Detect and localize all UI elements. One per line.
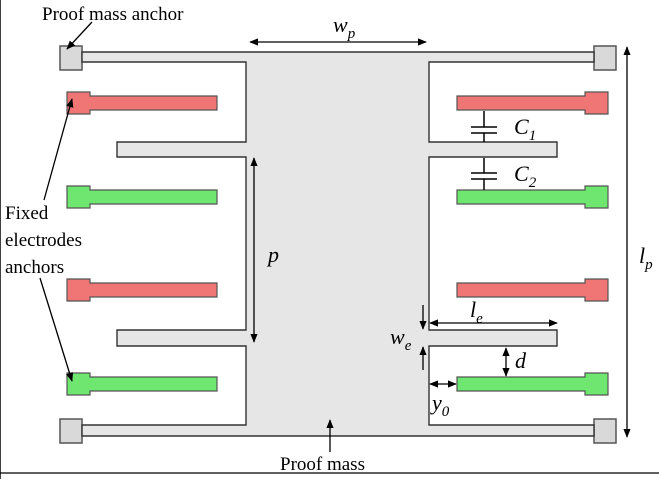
le-label: le — [470, 297, 483, 327]
fixed-label-line1: Fixed — [5, 203, 49, 224]
proof-mass-anchors — [59, 45, 617, 444]
proof-mass-body — [81, 51, 595, 437]
electrode-left-2-green — [66, 185, 218, 209]
electrode-left-4-green — [66, 372, 218, 396]
proof-mass-label: Proof mass — [280, 454, 365, 475]
pointer-fixed-electrode-bottom — [39, 277, 74, 382]
anchor-top-right — [593, 45, 617, 71]
anchor-bottom-left — [59, 418, 83, 444]
y0-label: y0 — [430, 390, 450, 420]
c2-label: C2 — [514, 161, 537, 191]
p-label: p — [266, 242, 279, 267]
fixed-electrodes — [66, 91, 609, 396]
electrode-right-4-green — [456, 372, 609, 396]
electrode-left-3-red — [66, 278, 218, 302]
electrode-right-3-red — [456, 278, 609, 302]
proof-mass-anchor-label: Proof mass anchor — [42, 4, 184, 25]
fixed-label-line3: anchors — [5, 257, 64, 278]
wp-label: wp — [333, 12, 356, 42]
electrode-left-1-red — [66, 91, 218, 115]
capacitor-c2-symbol — [471, 158, 497, 190]
capacitor-c1-symbol — [471, 111, 497, 142]
pointer-fixed-electrode-top — [43, 98, 74, 201]
d-label: d — [515, 348, 527, 373]
electrode-right-1-red — [456, 91, 609, 115]
we-label: we — [390, 324, 412, 354]
c1-label: C1 — [514, 114, 536, 144]
anchor-top-left — [59, 45, 83, 71]
lp-label: lp — [639, 243, 653, 273]
fixed-label-line2: electrodes — [5, 230, 82, 251]
anchor-bottom-right — [593, 418, 617, 444]
electrode-right-2-green — [456, 185, 609, 209]
pointer-proof-mass-anchor — [66, 21, 93, 50]
